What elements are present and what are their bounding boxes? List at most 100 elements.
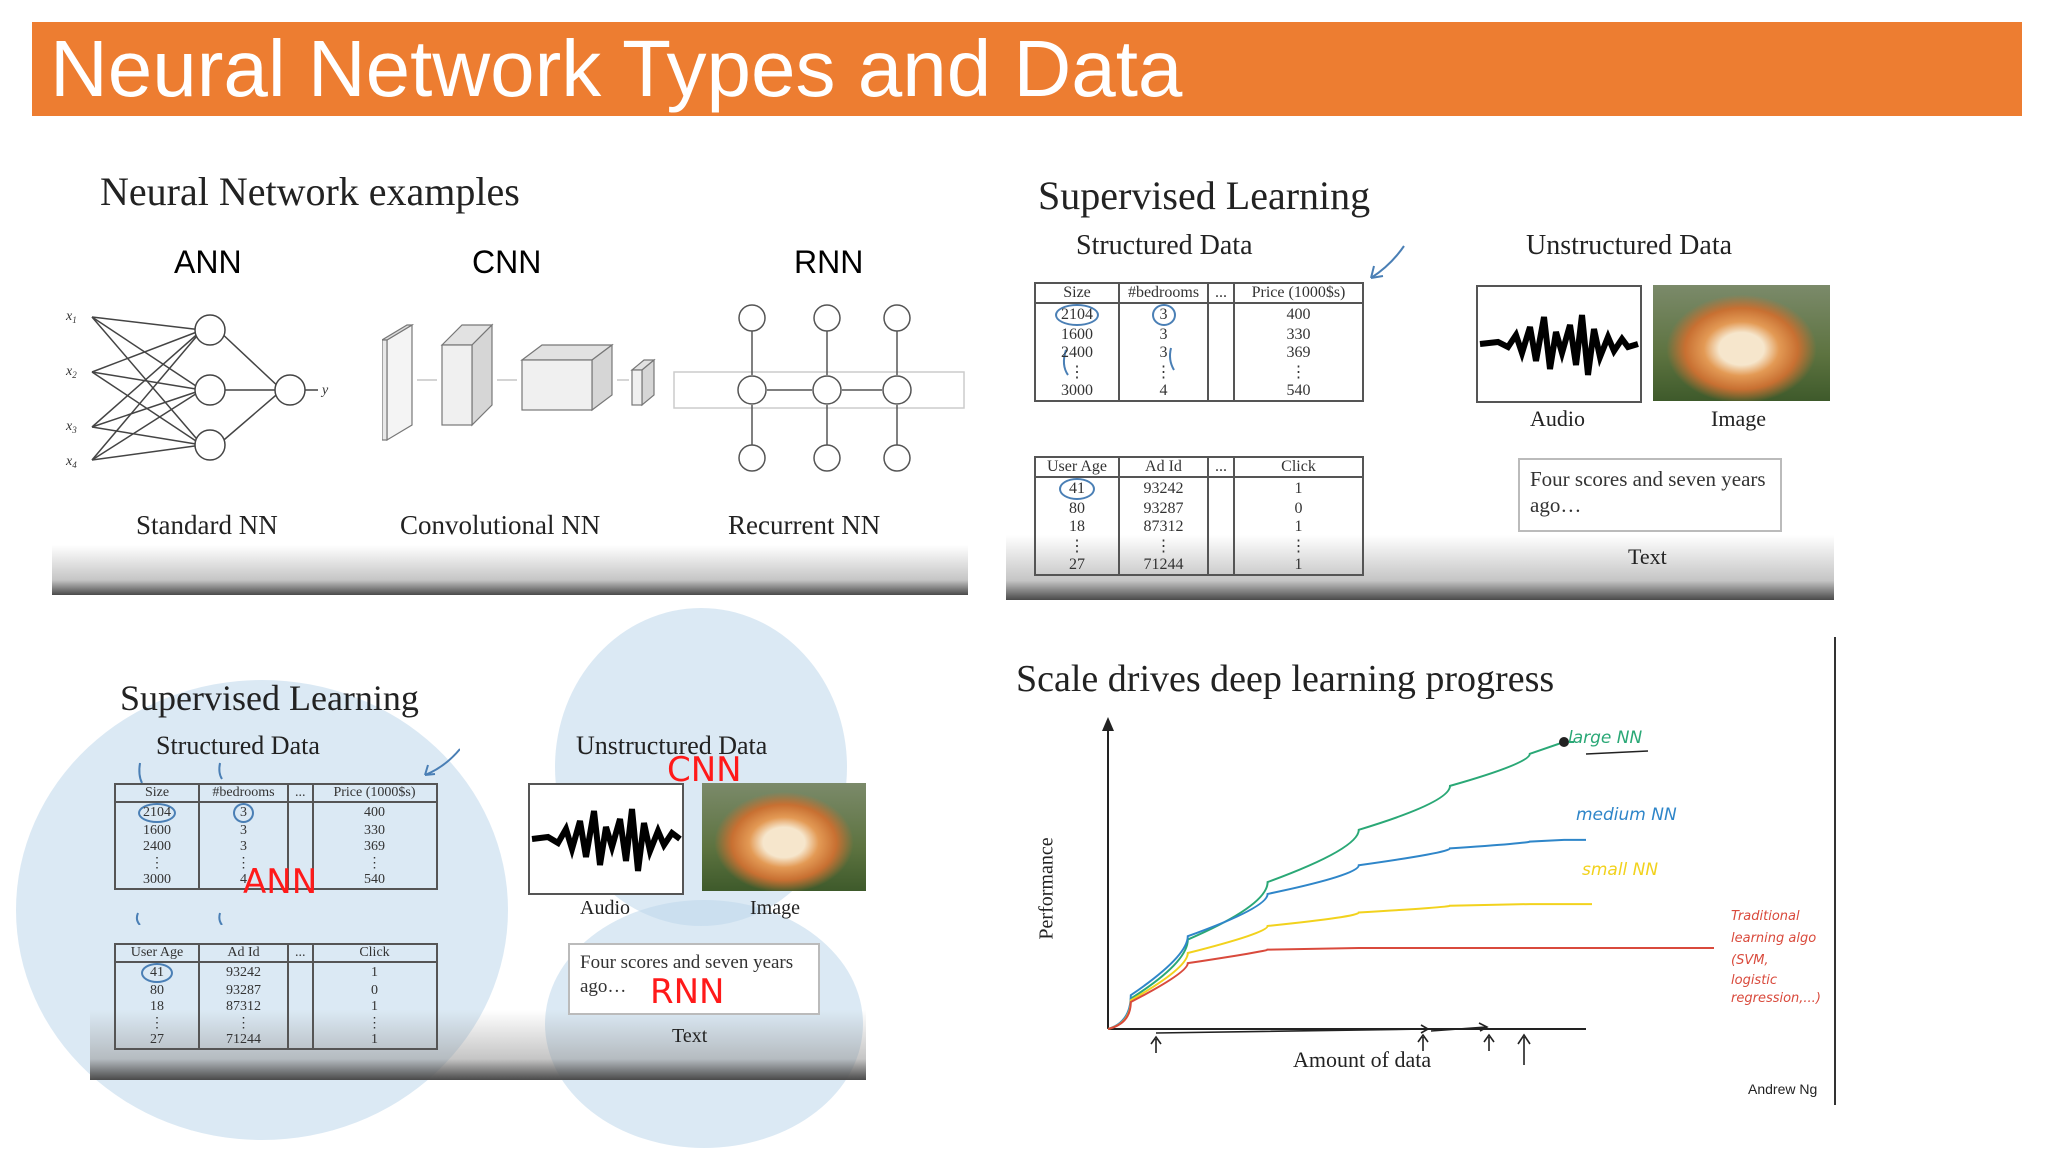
standard-nn-diagram: x1 x2 x3 x4 y	[65, 309, 329, 470]
table-cell: 1600	[114, 823, 200, 839]
recurrent-nn-caption: Recurrent NN	[728, 510, 881, 540]
table-cell: 3000	[114, 872, 200, 889]
table-cell: ⋮	[1034, 536, 1120, 556]
table-cell: 2400	[1034, 344, 1120, 362]
col-header: Price (1000$s)	[311, 783, 438, 803]
y-axis-arrow	[1102, 717, 1114, 731]
audio-label: Audio	[1530, 406, 1585, 431]
table-cell: 3	[1118, 326, 1209, 344]
table-cell: ⋮	[114, 855, 200, 872]
series-line-0	[1107, 741, 1574, 1030]
table-cell: ⋮	[1034, 362, 1120, 382]
image-label: Image	[1711, 406, 1766, 431]
text-label: Text	[1628, 544, 1667, 569]
table-cell: 1	[311, 962, 438, 983]
cat-image	[1653, 285, 1830, 401]
unstructured-data-heading: Unstructured Data	[1526, 230, 1733, 261]
series-line-2	[1107, 903, 1592, 1030]
supervised-heading: Supervised Learning	[1038, 173, 1371, 218]
data-scale-marks	[1150, 1022, 1531, 1065]
cnn-label: CNN	[472, 244, 542, 280]
col-header: ...	[287, 943, 314, 963]
series-curves	[1107, 741, 1714, 1030]
col-header: Size	[114, 783, 200, 803]
ann-input-1: x1	[65, 309, 77, 325]
table-cell: ⋮	[311, 1015, 438, 1032]
table-cell: 3	[198, 823, 289, 839]
table-cell: 93242	[1118, 477, 1209, 500]
ann-overlay-label: ANN	[243, 862, 318, 902]
table-cell: 1	[1233, 556, 1364, 575]
col-header: Click	[311, 943, 438, 963]
structured-data-heading: Structured Data	[156, 731, 320, 760]
structured-data-heading: Structured Data	[1076, 230, 1253, 261]
table-row: ⋮⋮⋮	[114, 1015, 438, 1032]
traditional-label-4: logistic	[1731, 973, 1777, 988]
large-nn-endpoint	[1559, 737, 1569, 747]
table-row: ⋮⋮⋮	[1034, 362, 1364, 382]
col-header: User Age	[1034, 456, 1120, 478]
table-cell: ⋮	[311, 855, 438, 872]
traditional-label-5: regression,...)	[1731, 991, 1821, 1006]
table-cell: 1	[311, 999, 438, 1015]
conv-nn-caption: Convolutional NN	[400, 510, 601, 540]
medium-nn-label: medium NN	[1576, 805, 1677, 825]
table-cell: 1600	[1034, 326, 1120, 344]
table-cell: 400	[1233, 303, 1364, 326]
col-header: Ad Id	[1118, 456, 1209, 478]
supervised-heading: Supervised Learning	[120, 678, 419, 718]
audio-label: Audio	[580, 897, 630, 919]
col-header: Ad Id	[198, 943, 289, 963]
nn-examples-heading: Neural Network examples	[100, 169, 520, 214]
col-header: Size	[1034, 282, 1120, 304]
col-header: Price (1000$s)	[1233, 282, 1364, 304]
table-cell: 0	[1233, 500, 1364, 518]
series-line-1	[1107, 838, 1586, 1030]
audio-waveform	[528, 783, 684, 895]
table-cell: ⋮	[1233, 362, 1364, 382]
table-cell: 27	[1034, 556, 1120, 575]
table-cell: 27	[114, 1032, 200, 1049]
table-cell: 3	[198, 839, 289, 855]
table-cell: 3	[1118, 344, 1209, 362]
table-cell: 2400	[114, 839, 200, 855]
standard-nn-caption: Standard NN	[136, 510, 278, 540]
panel-shade	[52, 545, 968, 595]
table-cell: 1	[1233, 477, 1364, 500]
table-cell: 0	[311, 983, 438, 999]
table-cell: 80	[114, 983, 200, 999]
table-cell: 93287	[198, 983, 289, 999]
col-header: ...	[287, 783, 314, 803]
table-cell: 18	[1034, 518, 1120, 536]
table-row: ⋮⋮⋮	[1034, 536, 1364, 556]
table-cell: 80	[1034, 500, 1120, 518]
large-nn-label: large NN	[1568, 728, 1643, 748]
table-cell: 1	[311, 1032, 438, 1049]
table-cell: 4	[198, 872, 289, 889]
col-header: #bedrooms	[1118, 282, 1209, 304]
scale-chart-plot: large NN medium NN small NN Traditional …	[1102, 717, 1821, 1065]
table-cell: 4	[1118, 382, 1209, 401]
table-cell: 3000	[1034, 382, 1120, 401]
credit-label: Andrew Ng	[1748, 1081, 1818, 1097]
scale-chart-panel: Scale drives deep learning progress Perf…	[1016, 637, 1836, 1105]
table-cell: 3	[1151, 304, 1176, 326]
table-cell: ⋮	[1118, 536, 1209, 556]
cnn-overlay-label: CNN	[667, 750, 742, 790]
rnn-overlay-label: RNN	[650, 972, 725, 1012]
table-cell: 540	[311, 872, 438, 889]
table-cell: 18	[114, 999, 200, 1015]
